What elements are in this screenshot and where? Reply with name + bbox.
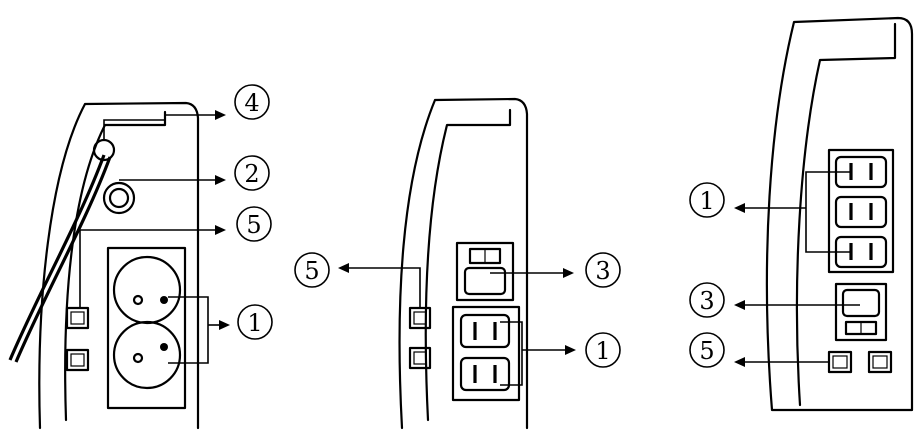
callout-left-4: 4 <box>234 84 270 120</box>
mid-data-port-top-inner <box>413 311 427 325</box>
callout-mid-1-label: 1 <box>595 337 610 365</box>
left-data-port-top <box>65 306 90 330</box>
left-data-port-top-inner <box>70 311 85 325</box>
arrowhead-mid-1 <box>565 345 576 355</box>
right-ups-unit <box>734 16 914 412</box>
callout-left-5-label: 5 <box>246 211 261 239</box>
left-unit-inner-panel <box>64 110 167 422</box>
left-data-port-bottom <box>65 348 90 372</box>
leader-mid-5 <box>346 267 421 308</box>
right-data-port-1 <box>827 350 853 374</box>
outlet-top-hole <box>132 294 144 306</box>
schuko-outlet-top <box>112 255 182 325</box>
arrowhead-left-1 <box>219 320 230 330</box>
right-data-port-1-inner <box>832 355 848 369</box>
callout-left-4-label: 4 <box>244 89 259 117</box>
mid-iec-outlet-2 <box>459 356 511 392</box>
left-unit-body <box>38 101 200 430</box>
callout-right-3-label: 3 <box>699 287 714 315</box>
breaker-inner <box>108 187 130 209</box>
outlet-bottom-hole <box>132 352 144 364</box>
middle-unit-body <box>398 97 529 430</box>
arrowhead-mid-3 <box>563 268 574 278</box>
mid-input-socket-frame <box>455 241 515 302</box>
mid-output-group <box>451 305 521 402</box>
arrowhead-left-5 <box>215 225 226 235</box>
mid-data-port-bottom-inner <box>413 351 427 365</box>
arrowhead-right-5 <box>734 357 745 367</box>
callout-right-1: 1 <box>689 182 725 218</box>
mid-data-port-bottom <box>408 346 432 370</box>
schuko-outlet-bottom <box>112 320 182 390</box>
right-output-group <box>827 148 895 274</box>
callout-right-1-label: 1 <box>699 187 714 215</box>
outlet-top-pin <box>160 296 168 304</box>
arrowhead-mid-5 <box>338 263 349 273</box>
callout-left-2: 2 <box>234 155 270 191</box>
right-data-port-2-inner <box>872 355 888 369</box>
callout-mid-5: 5 <box>294 252 330 288</box>
callout-mid-3: 3 <box>585 252 621 288</box>
callout-right-5: 5 <box>689 332 725 368</box>
callout-mid-5-label: 5 <box>304 257 319 285</box>
power-cord <box>8 154 106 361</box>
right-unit-body <box>765 16 914 412</box>
callout-right-5-label: 5 <box>699 337 714 365</box>
right-unit-inner-panel <box>795 22 897 407</box>
leader-right-1 <box>805 171 851 253</box>
arrowhead-right-1 <box>734 203 745 213</box>
mid-iec-outlet-1 <box>459 313 511 349</box>
leader-left-1 <box>168 296 209 364</box>
middle-unit-inner-panel <box>424 108 512 422</box>
callout-mid-1: 1 <box>585 332 621 368</box>
right-input-socket <box>841 288 881 318</box>
leader-mid-1 <box>500 321 523 386</box>
mid-input-socket <box>463 266 507 296</box>
callout-mid-3-label: 3 <box>595 257 610 285</box>
callout-left-1-label: 1 <box>247 309 262 337</box>
leader-left-4 <box>103 114 218 140</box>
arrowhead-left-2 <box>215 175 226 185</box>
middle-ups-unit <box>338 97 576 430</box>
left-outlet-panel <box>106 246 187 410</box>
outlet-bottom-pin <box>160 343 168 351</box>
left-ups-unit <box>8 101 230 430</box>
arrowhead-left-4 <box>215 110 226 120</box>
left-data-port-bottom-inner <box>70 353 85 367</box>
leader-left-5 <box>79 229 218 308</box>
right-input-socket-frame <box>834 282 888 342</box>
callout-left-5: 5 <box>236 206 272 242</box>
breaker-outer <box>102 181 136 215</box>
right-data-port-2 <box>867 350 893 374</box>
callout-left-2-label: 2 <box>244 160 259 188</box>
callout-right-3: 3 <box>689 282 725 318</box>
power-cord-edge <box>14 156 112 363</box>
arrowhead-right-3 <box>734 300 745 310</box>
callout-left-1: 1 <box>237 304 273 340</box>
right-iec-outlet-2 <box>834 195 888 229</box>
